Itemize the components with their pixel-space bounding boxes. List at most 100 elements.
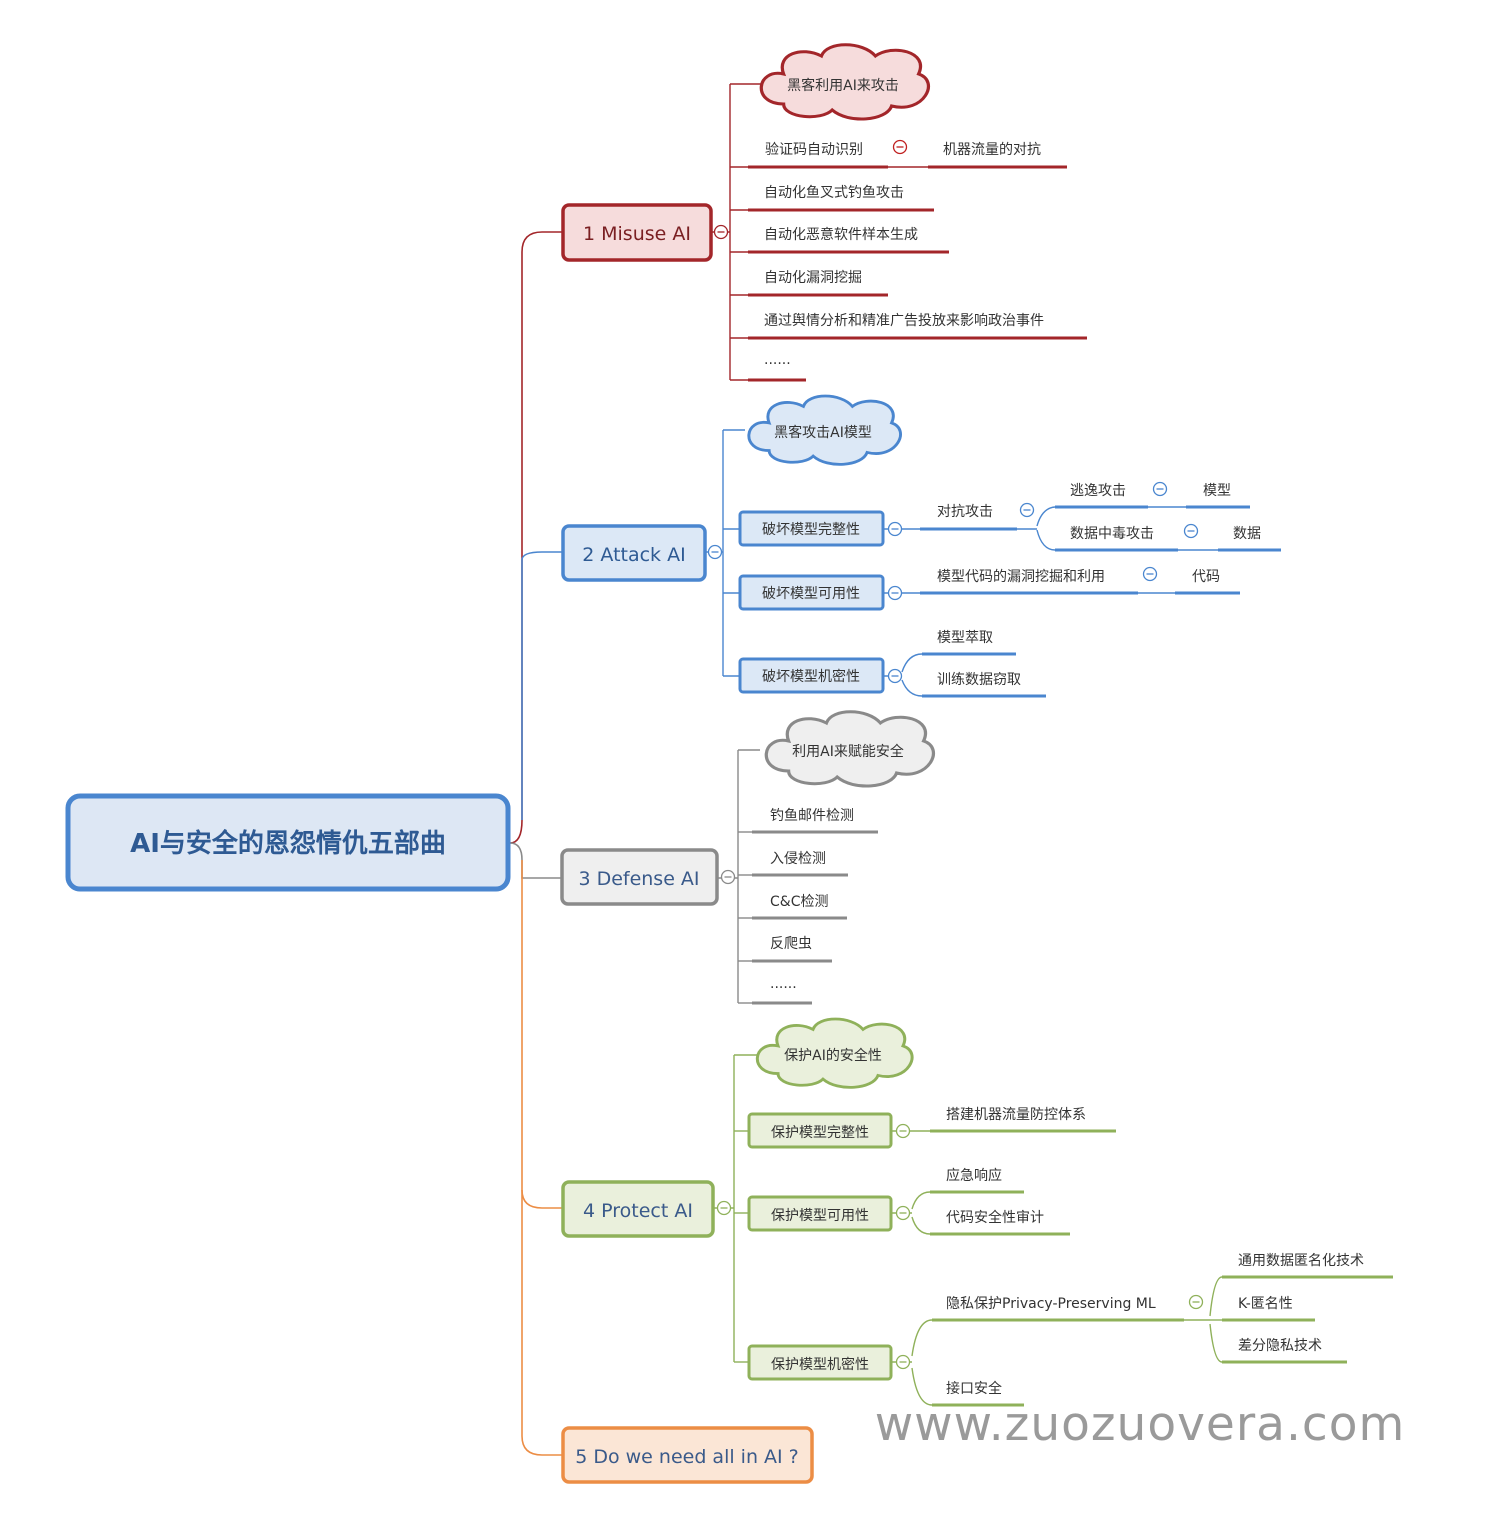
misuse-item-phishing[interactable]: 自动化鱼叉式钓鱼攻击 xyxy=(748,184,934,212)
misuse-item-politics[interactable]: 通过舆情分析和精准广告投放来影响政治事件 xyxy=(748,313,1087,340)
root-connectors xyxy=(509,231,562,1456)
attack-data[interactable]: 数据 xyxy=(1218,526,1281,552)
svg-text:代码: 代码 xyxy=(1192,569,1220,585)
protect-integrity-topic[interactable]: 保护模型完整性 xyxy=(747,1112,893,1149)
defense-topic[interactable]: 3 Defense AI xyxy=(560,848,719,906)
misuse-cloud-label: 黑客利用AI来攻击 xyxy=(787,77,899,94)
svg-text:代码安全性审计: 代码安全性审计 xyxy=(946,1209,1044,1226)
protect-label: 4 Protect AI xyxy=(583,1200,693,1222)
availability-collapse-icon[interactable] xyxy=(887,585,903,601)
root-topic[interactable]: AI与安全的恩怨情仇五部曲 xyxy=(65,793,511,892)
svg-text:机器流量的对抗: 机器流量的对抗 xyxy=(943,142,1041,158)
attack-confidentiality-topic[interactable]: 破坏模型机密性 xyxy=(738,657,885,694)
misuse-cloud[interactable]: 黑客利用AI来攻击 xyxy=(759,43,931,121)
protect-emergency[interactable]: 应急响应 xyxy=(930,1167,1024,1194)
protect-code-audit[interactable]: 代码安全性审计 xyxy=(930,1209,1070,1236)
need-topic[interactable]: 5 Do we need all in AI ? xyxy=(561,1426,814,1484)
defense-collapse-icon[interactable] xyxy=(720,869,736,885)
svg-text:数据: 数据 xyxy=(1233,526,1261,542)
protect-differential-privacy[interactable]: 差分隐私技术 xyxy=(1222,1338,1347,1364)
protect-availability-collapse-icon[interactable] xyxy=(895,1205,911,1221)
protect-k-anonymity[interactable]: K-匿名性 xyxy=(1222,1296,1315,1322)
attack-code-vuln[interactable]: 模型代码的漏洞挖掘和利用 xyxy=(920,569,1138,595)
attack-collapse-icon[interactable] xyxy=(707,544,723,560)
protect-privacy[interactable]: 隐私保护Privacy-Preserving ML xyxy=(932,1296,1184,1322)
protect-confidentiality-topic[interactable]: 保护模型机密性 xyxy=(747,1344,893,1381)
attack-connectors xyxy=(706,429,1218,697)
defense-cloud-label: 利用AI来赋能安全 xyxy=(792,743,904,760)
attack-code[interactable]: 代码 xyxy=(1175,569,1240,595)
defense-item-cnc[interactable]: C&C检测 xyxy=(752,894,847,920)
attack-availability-topic[interactable]: 破坏模型可用性 xyxy=(738,574,885,611)
attack-poison[interactable]: 数据中毒攻击 xyxy=(1055,526,1178,552)
svg-text:对抗攻击: 对抗攻击 xyxy=(937,504,993,520)
protect-cloud-label: 保护AI的安全性 xyxy=(784,1047,882,1064)
attack-cloud[interactable]: 黑客攻击AI模型 xyxy=(747,394,902,466)
attack-integrity-topic[interactable]: 破坏模型完整性 xyxy=(738,510,885,547)
root-title: AI与安全的恩怨情仇五部曲 xyxy=(130,828,446,859)
svg-text:钓鱼邮件检测: 钓鱼邮件检测 xyxy=(770,807,854,824)
protect-integrity-collapse-icon[interactable] xyxy=(895,1123,911,1139)
code-vuln-collapse-icon[interactable] xyxy=(1142,566,1158,582)
svg-text:自动化漏洞挖掘: 自动化漏洞挖掘 xyxy=(764,270,862,286)
svg-text:反爬虫: 反爬虫 xyxy=(770,936,812,952)
confidentiality-collapse-icon[interactable] xyxy=(887,668,903,684)
captcha-collapse-icon[interactable] xyxy=(892,139,908,155)
svg-text:数据中毒攻击: 数据中毒攻击 xyxy=(1070,526,1154,542)
misuse-collapse-icon[interactable] xyxy=(713,224,729,240)
svg-text:模型代码的漏洞挖掘和利用: 模型代码的漏洞挖掘和利用 xyxy=(937,569,1105,585)
misuse-topic[interactable]: 1 Misuse AI xyxy=(561,203,713,262)
attack-topic[interactable]: 2 Attack AI xyxy=(561,524,707,582)
branch-defense: 3 Defense AI 利用AI来赋能安全 钓鱼邮件检测 入侵检测 C&C检测… xyxy=(560,710,936,1005)
adversarial-collapse-icon[interactable] xyxy=(1019,502,1035,518)
misuse-item-more[interactable]: ...... xyxy=(748,352,806,382)
misuse-item-captcha[interactable]: 验证码自动识别 xyxy=(748,142,888,169)
defense-item-anticrawler[interactable]: 反爬虫 xyxy=(752,936,832,963)
svg-text:......: ...... xyxy=(764,352,791,368)
protect-api-security[interactable]: 接口安全 xyxy=(932,1380,1024,1407)
branch-protect: 4 Protect AI 保护AI的安全性 保护模型完整性 搭建机器流量防控体系… xyxy=(561,1017,1393,1407)
misuse-item-vuln[interactable]: 自动化漏洞挖掘 xyxy=(748,270,888,297)
misuse-label: 1 Misuse AI xyxy=(583,223,691,245)
defense-item-phishing[interactable]: 钓鱼邮件检测 xyxy=(752,807,878,834)
integrity-collapse-icon[interactable] xyxy=(887,521,903,537)
branch-misuse: 1 Misuse AI 黑客利用AI来攻击 验证码自动识别 机器流量的对抗 自动… xyxy=(561,43,1087,382)
attack-model[interactable]: 模型 xyxy=(1186,483,1250,509)
defense-label: 3 Defense AI xyxy=(578,868,699,890)
defense-cloud[interactable]: 利用AI来赋能安全 xyxy=(764,710,936,788)
svg-text:逃逸攻击: 逃逸攻击 xyxy=(1070,483,1126,499)
branch-attack: 2 Attack AI 黑客攻击AI模型 破坏模型完整性 对抗攻击 逃逸攻 xyxy=(561,394,1281,698)
poison-collapse-icon[interactable] xyxy=(1183,523,1199,539)
defense-item-more[interactable]: ...... xyxy=(752,976,812,1005)
attack-cloud-label: 黑客攻击AI模型 xyxy=(774,424,872,441)
privacy-collapse-icon[interactable] xyxy=(1188,1294,1204,1310)
protect-topic[interactable]: 4 Protect AI xyxy=(561,1180,715,1238)
watermark: www.zuozuovera.com xyxy=(875,1397,1406,1452)
protect-confidentiality-collapse-icon[interactable] xyxy=(895,1354,911,1370)
attack-evasion[interactable]: 逃逸攻击 xyxy=(1055,483,1148,509)
misuse-item-machine-traffic[interactable]: 机器流量的对抗 xyxy=(928,142,1067,169)
attack-adversarial[interactable]: 对抗攻击 xyxy=(920,504,1017,531)
svg-text:应急响应: 应急响应 xyxy=(946,1167,1002,1184)
defense-item-intrusion[interactable]: 入侵检测 xyxy=(752,850,848,877)
svg-text:K-匿名性: K-匿名性 xyxy=(1238,1296,1293,1312)
protect-availability-topic[interactable]: 保护模型可用性 xyxy=(747,1195,893,1232)
svg-text:自动化恶意软件样本生成: 自动化恶意软件样本生成 xyxy=(764,226,918,243)
svg-text:验证码自动识别: 验证码自动识别 xyxy=(765,142,863,158)
svg-text:保护模型可用性: 保护模型可用性 xyxy=(771,1208,869,1224)
evasion-collapse-icon[interactable] xyxy=(1152,481,1168,497)
attack-extract[interactable]: 模型萃取 xyxy=(922,630,1016,656)
svg-text:接口安全: 接口安全 xyxy=(946,1380,1002,1397)
protect-collapse-icon[interactable] xyxy=(716,1200,732,1216)
protect-cloud[interactable]: 保护AI的安全性 xyxy=(755,1017,914,1089)
svg-text:......: ...... xyxy=(770,976,797,992)
svg-text:隐私保护Privacy-Preserving ML: 隐私保护Privacy-Preserving ML xyxy=(946,1296,1156,1312)
svg-text:搭建机器流量防控体系: 搭建机器流量防控体系 xyxy=(946,1107,1086,1123)
protect-traffic[interactable]: 搭建机器流量防控体系 xyxy=(930,1107,1116,1133)
svg-text:自动化鱼叉式钓鱼攻击: 自动化鱼叉式钓鱼攻击 xyxy=(764,184,904,201)
protect-anonymization[interactable]: 通用数据匿名化技术 xyxy=(1222,1253,1393,1279)
attack-steal[interactable]: 训练数据窃取 xyxy=(922,672,1046,698)
misuse-item-malware[interactable]: 自动化恶意软件样本生成 xyxy=(748,226,949,254)
attack-label: 2 Attack AI xyxy=(582,544,685,566)
